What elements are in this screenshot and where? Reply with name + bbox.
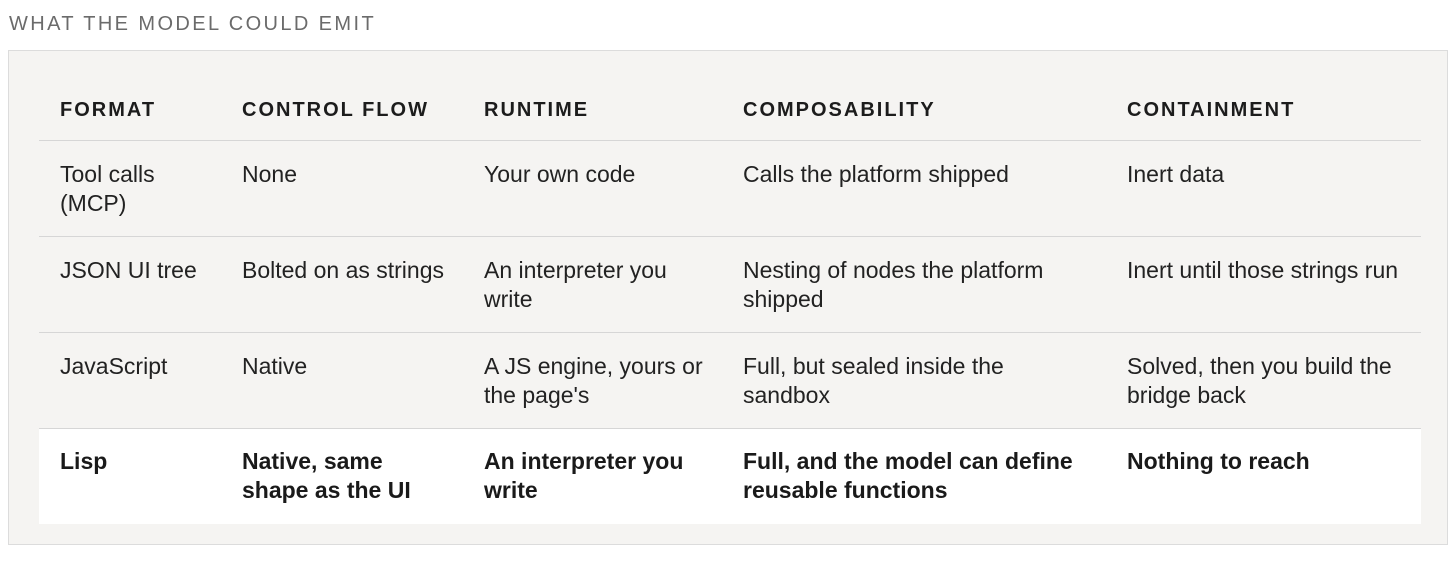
cell-format: JSON UI tree (39, 236, 221, 333)
header-composability: COMPOSABILITY (722, 81, 1106, 141)
cell-containment: Solved, then you build the bridge back (1106, 332, 1421, 429)
cell-format: Lisp (39, 428, 221, 524)
cell-runtime: Your own code (463, 140, 722, 237)
cell-runtime: A JS engine, yours or the page's (463, 332, 722, 429)
cell-composability: Calls the platform shipped (722, 140, 1106, 237)
cell-control-flow: Bolted on as strings (221, 236, 463, 333)
header-control-flow: CONTROL FLOW (221, 81, 463, 141)
cell-composability: Full, but sealed inside the sandbox (722, 332, 1106, 429)
cell-runtime: An interpreter you write (463, 236, 722, 333)
cell-runtime: An interpreter you write (463, 428, 722, 524)
cell-control-flow: None (221, 140, 463, 237)
cell-format: JavaScript (39, 332, 221, 429)
table-caption: WHAT THE MODEL COULD EMIT (9, 13, 377, 35)
cell-containment: Inert data (1106, 140, 1421, 237)
table-row-highlighted: Lisp Native, same shape as the UI An int… (39, 428, 1421, 524)
header-format: FORMAT (39, 81, 221, 141)
table-row: Tool calls (MCP) None Your own code Call… (39, 140, 1421, 237)
cell-composability: Nesting of nodes the platform shipped (722, 236, 1106, 333)
cell-containment: Inert until those strings run (1106, 236, 1421, 333)
table-header-row: FORMAT CONTROL FLOW RUNTIME COMPOSABILIT… (39, 81, 1421, 141)
comparison-table: FORMAT CONTROL FLOW RUNTIME COMPOSABILIT… (39, 81, 1421, 524)
cell-composability: Full, and the model can define reusable … (722, 428, 1106, 524)
cell-containment: Nothing to reach (1106, 428, 1421, 524)
header-runtime: RUNTIME (463, 81, 722, 141)
cell-format: Tool calls (MCP) (39, 140, 221, 237)
cell-control-flow: Native (221, 332, 463, 429)
table-row: JavaScript Native A JS engine, yours or … (39, 332, 1421, 429)
header-containment: CONTAINMENT (1106, 81, 1421, 141)
table-row: JSON UI tree Bolted on as strings An int… (39, 236, 1421, 333)
cell-control-flow: Native, same shape as the UI (221, 428, 463, 524)
comparison-panel: FORMAT CONTROL FLOW RUNTIME COMPOSABILIT… (8, 50, 1448, 545)
